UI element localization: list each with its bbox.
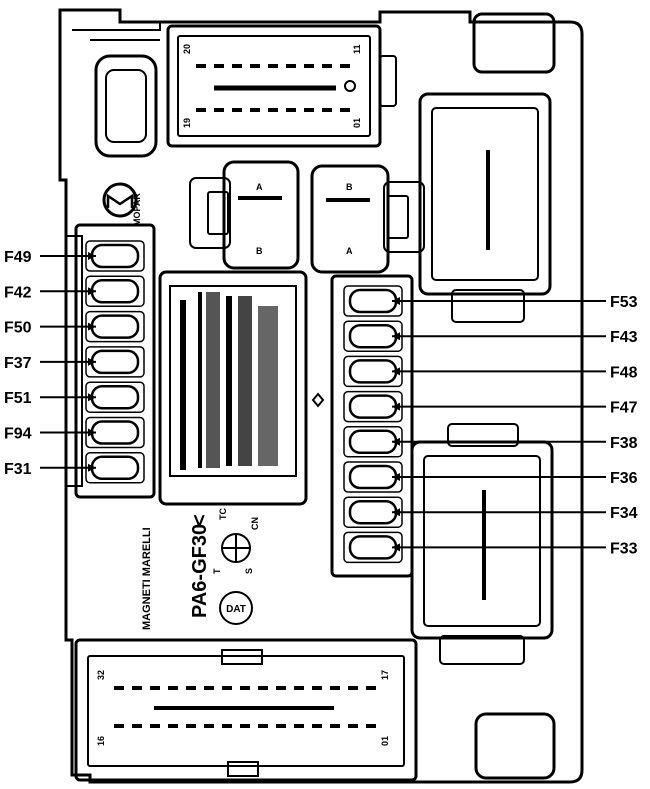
arrow-head-f47 xyxy=(392,402,400,411)
fuse-label-f47: F47 xyxy=(610,400,638,417)
fuse-label-f43: F43 xyxy=(610,329,638,346)
relay-mark-right-top: B xyxy=(346,182,353,192)
part-number-suffix: < xyxy=(189,514,211,526)
arrow-head-f31 xyxy=(88,463,96,472)
pin-label-32: 32 xyxy=(96,670,106,680)
fuse-slot-f50 xyxy=(90,314,140,339)
relay-socket-left xyxy=(222,160,300,270)
fuse-label-f34: F34 xyxy=(610,505,638,522)
fuse-slot-f49 xyxy=(90,243,140,269)
part-number: PA6-GF30 xyxy=(189,524,211,618)
dat-label: DAT xyxy=(226,604,246,615)
fuse-slot-f33 xyxy=(348,535,398,560)
fuse-slot-f36 xyxy=(348,464,398,490)
fuse-label-f50: F50 xyxy=(4,320,32,337)
connector-bottom xyxy=(74,638,418,782)
arrow-head-f38 xyxy=(392,437,400,446)
arrow-head-f50 xyxy=(88,322,96,331)
relay-mark-right-bottom: A xyxy=(346,246,353,256)
fuse-slot-f53 xyxy=(348,288,398,314)
pin-label-17: 17 xyxy=(380,670,390,680)
brand-side-text: MOPAR xyxy=(132,193,142,226)
fuse-slot-f31 xyxy=(90,455,140,481)
arrow-head-f51 xyxy=(88,393,96,402)
pin-label-11: 11 xyxy=(352,44,362,54)
fuse-slot-f48 xyxy=(348,359,398,384)
mopar-logo xyxy=(102,182,138,218)
fuse-slot-f42 xyxy=(90,279,140,304)
relay-mark-left-bottom: B xyxy=(256,246,263,256)
latch-top-left xyxy=(94,54,158,158)
fuse-slot-f34 xyxy=(348,499,398,525)
dial-s: S xyxy=(244,568,254,574)
fuse-label-f42: F42 xyxy=(4,284,32,301)
arrow-head-f49 xyxy=(88,252,96,260)
connector-top-right-tab xyxy=(472,12,556,74)
dial-t: T xyxy=(212,568,222,574)
fuse-label-f49: F49 xyxy=(4,249,32,266)
arrow-head-f42 xyxy=(88,287,96,296)
dial-cn: CN xyxy=(250,517,260,530)
connector-right-upper xyxy=(418,92,552,296)
arrow-head-f36 xyxy=(392,473,400,481)
dat-stamp xyxy=(219,591,253,625)
fuse-label-f53: F53 xyxy=(610,294,638,311)
arrow-head-f94 xyxy=(88,428,96,437)
fuse-label-f31: F31 xyxy=(4,461,32,478)
relay-mark-left-top: A xyxy=(256,182,263,192)
fuse-label-f94: F94 xyxy=(4,426,32,443)
maker-logo: MAGNETI MARELLI xyxy=(141,527,153,630)
pin-label-20: 20 xyxy=(182,44,192,54)
fuse-label-f48: F48 xyxy=(610,364,638,381)
dial-tc: TC xyxy=(218,508,228,520)
fuse-label-f33: F33 xyxy=(610,540,638,557)
fuse-slot-f47 xyxy=(348,394,398,419)
fuse-bank-right xyxy=(330,274,414,578)
arrow-head-f48 xyxy=(392,367,400,376)
arrow-head-f43 xyxy=(392,332,400,341)
fuse-slot-f38 xyxy=(348,429,398,455)
pin-label-01-bottom: 01 xyxy=(380,736,390,746)
label-plate xyxy=(158,270,308,506)
fuse-slot-f37 xyxy=(90,349,140,375)
fuse-slot-f51 xyxy=(90,384,140,410)
fuse-label-f37: F37 xyxy=(4,355,32,372)
arrow-head-f37 xyxy=(88,357,96,366)
housing-outline xyxy=(58,8,584,784)
pin-label-16: 16 xyxy=(96,736,106,746)
fuse-label-f36: F36 xyxy=(610,470,638,487)
latch-bottom-right xyxy=(474,712,556,780)
arrow-head-f33 xyxy=(392,543,400,552)
fuse-label-f51: F51 xyxy=(4,390,32,407)
fuse-slot-f43 xyxy=(348,323,398,349)
arrow-head-f53 xyxy=(392,297,400,305)
fuse-label-f38: F38 xyxy=(610,435,638,452)
pin-label-19: 19 xyxy=(182,118,192,128)
arrow-head-f34 xyxy=(392,508,400,517)
fuse-slot-f94 xyxy=(90,420,140,445)
pin-label-01-top: 01 xyxy=(352,118,362,128)
